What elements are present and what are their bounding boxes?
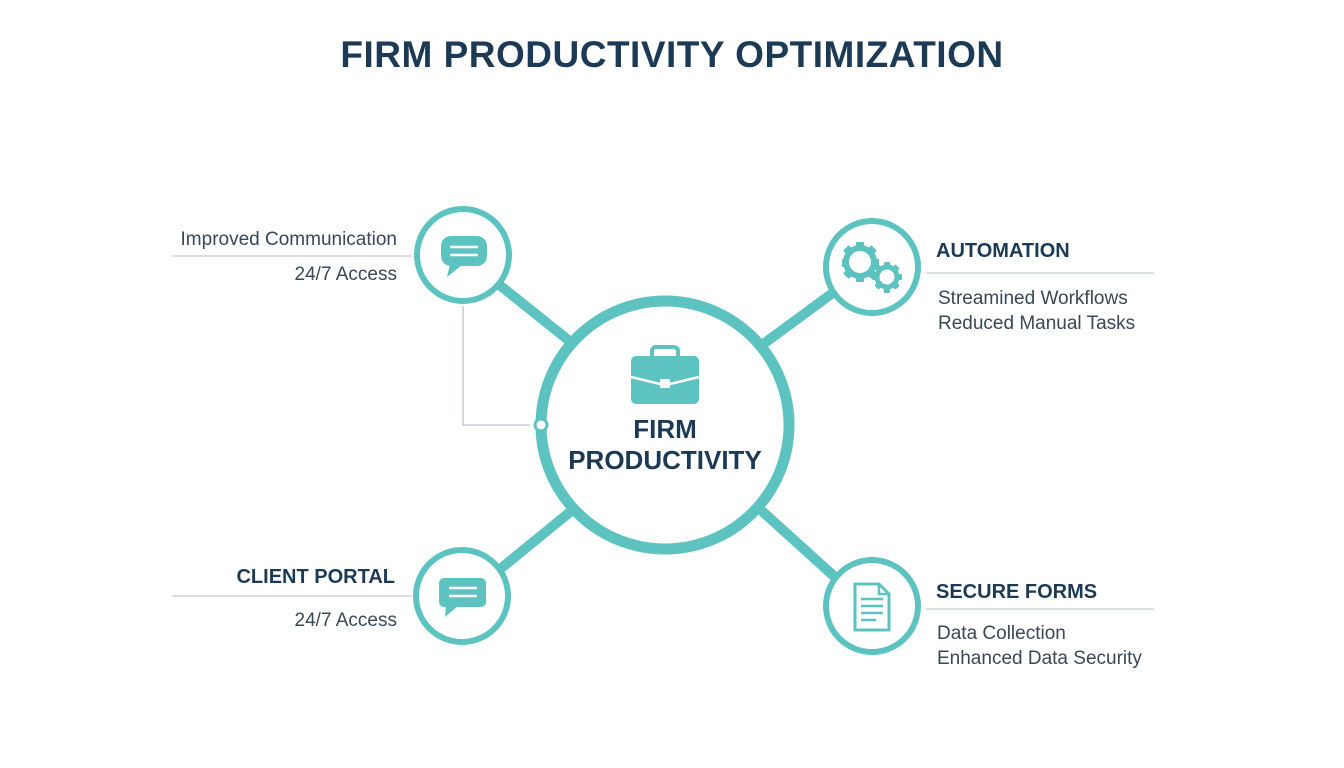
secure-forms-line2: Enhanced Data Security: [937, 648, 1142, 669]
briefcase-icon: [630, 345, 700, 404]
chat-bubble-icon: [441, 236, 487, 277]
secure-forms-heading: SECURE FORMS: [936, 581, 1098, 603]
spoke-automation: [757, 287, 839, 350]
spoke-client-portal: [494, 507, 575, 575]
hub-label-line1: FIRM: [633, 414, 697, 444]
page-title: FIRM PRODUCTIVITY OPTIMIZATION: [340, 34, 1004, 75]
client-portal-heading: CLIENT PORTAL: [236, 566, 395, 588]
client-portal-line1: 24/7 Access: [294, 610, 397, 631]
communication-line2: 24/7 Access: [294, 264, 397, 285]
connector-dot: [533, 417, 549, 433]
automation-line2: Reduced Manual Tasks: [938, 313, 1136, 334]
automation-line1: Streamined Workflows: [938, 288, 1128, 309]
spoke-communication: [492, 278, 577, 348]
secure-forms-line1: Data Collection: [937, 623, 1066, 644]
spoke-secure-forms: [758, 507, 841, 583]
automation-heading: AUTOMATION: [936, 240, 1070, 262]
hub-label: FIRM PRODUCTIVITY: [540, 414, 790, 476]
hub-label-line2: PRODUCTIVITY: [568, 445, 762, 475]
communication-line1: Improved Communication: [180, 229, 397, 250]
connector-line: [462, 306, 530, 426]
message-icon: [439, 578, 486, 617]
gears-icon: [842, 242, 902, 293]
document-icon: [853, 582, 891, 632]
